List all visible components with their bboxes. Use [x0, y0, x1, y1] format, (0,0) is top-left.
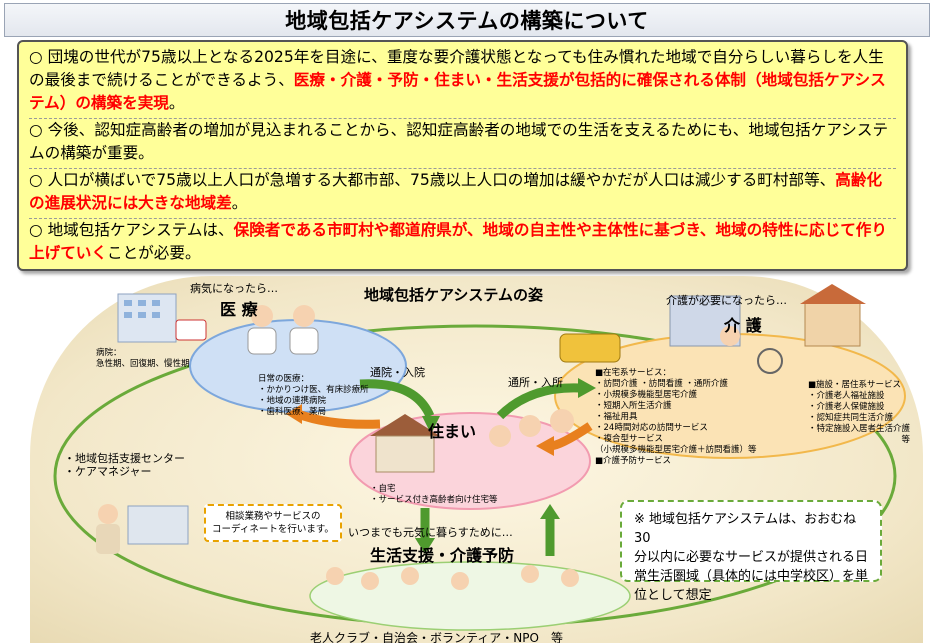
elder-figure	[519, 415, 541, 437]
elder-figure	[550, 409, 574, 433]
housing-label: 住まい	[428, 422, 477, 441]
summary-box: ○ 団塊の世代が75歳以上となる2025年を目途に、重度な要介護状態となっても住…	[17, 40, 908, 271]
arrow-to-care	[496, 383, 581, 420]
summary-highlight: 医療・介護・予防・住まい・生活支援が包括的に確保される体制（地域包括ケアシステム…	[29, 71, 886, 112]
home-services-list: ■在宅系サービス： ・訪問介護 ・訪問看護 ・通所介護 ・小規模多機能型居宅介護…	[595, 368, 757, 467]
facility-line: ・認知症共同生活介護	[808, 413, 894, 423]
arrow-head	[540, 504, 560, 519]
senior-figure	[401, 567, 419, 585]
daily-medical-list: 日常の医療： ・かかりつけ医、有床診療所 ・地域の連携病院 ・歯科医療、薬局	[258, 374, 369, 418]
note-line: 分以内に必要なサービスが提供される日	[634, 550, 869, 565]
facility-line: ・特定施設入居者生活介護	[808, 424, 911, 434]
coordinate-line: コーディネートを行います。	[212, 524, 334, 535]
summary-item: ○ 地域包括ケアシステムは、保険者である市町村や都道府県が、地域の自主性や主体性…	[29, 219, 896, 268]
service-line: ・複合型サービス	[595, 434, 664, 444]
care-van	[559, 333, 621, 363]
doctor-figure	[293, 305, 315, 327]
arrow-head	[422, 416, 440, 434]
care-home	[804, 300, 861, 347]
arrow-head	[578, 378, 596, 398]
summary-text: 。	[168, 94, 185, 112]
arrow-head	[415, 538, 435, 554]
summary-item: ○ 今後、認知症高齢者の増加が見込まれることから、認知症高齢者の地域での生活を支…	[29, 119, 896, 169]
summary-text: ことが必要。	[106, 244, 201, 262]
service-line: ・短期入所生活介護	[595, 401, 672, 411]
summary-text: 。	[231, 194, 248, 212]
senior-figure	[451, 572, 469, 590]
living-label: 生活支援・介護予防	[370, 546, 515, 565]
senior-figure	[361, 572, 379, 590]
support-center-building	[127, 505, 189, 545]
service-line: ・訪問介護 ・訪問看護 ・通所介護	[595, 379, 728, 389]
doctor-figure	[251, 305, 273, 327]
arrow-head	[536, 436, 554, 456]
service-line: ・福祉用具	[595, 412, 638, 422]
daily-line: 日常の医療：	[258, 374, 310, 384]
title-bar: 地域包括ケアシステムの構築について	[4, 3, 930, 37]
support-line: ・ケアマネジャー	[64, 465, 152, 478]
wheelchair	[757, 348, 783, 374]
arrow-to-medical	[296, 409, 381, 429]
summary-text: ○ 今後、認知症高齢者の増加が見込まれることから、認知症高齢者の地域での生活を支…	[29, 121, 889, 162]
daily-line: ・かかりつけ医、有床診療所	[258, 385, 369, 395]
page-title: 地域包括ケアシステムの構築について	[285, 9, 649, 33]
care-manager-figure	[98, 504, 118, 524]
note-line: 位として想定	[634, 588, 712, 603]
volunteer-figure	[561, 569, 579, 587]
note-line: ※ 地域包括ケアシステムは、おおむね30	[634, 512, 857, 546]
care-visit-label: 通所・入所	[508, 376, 563, 389]
housing-list: ・自宅 ・サービス付き高齢者向け住宅等	[370, 484, 498, 506]
hospital-visit-label: 通院・入院	[370, 366, 425, 379]
summary-item: ○ 人口が横ばいで75歳以上人口が急増する大都市部、75歳以上人口の増加は緩やか…	[29, 169, 896, 219]
service-line: （小規模多機能型居宅介護＋訪問看護）等	[595, 445, 757, 455]
coordinate-line: 相談業務やサービスの	[225, 511, 321, 522]
caregiver-figure	[720, 326, 740, 346]
ambulance	[175, 319, 207, 341]
care-label: 介 護	[724, 316, 762, 335]
daily-line: ・歯科医療、薬局	[258, 407, 327, 417]
facility-line: ■施設・居住系サービス	[808, 380, 902, 390]
facility-line: ・介護老人保健施設	[808, 402, 885, 412]
summary-item: ○ 団塊の世代が75歳以上となる2025年を目途に、重度な要介護状態となっても住…	[29, 46, 896, 119]
facility-services-list: ■施設・居住系サービス ・介護老人福祉施設 ・介護老人保健施設 ・認知症共同生活…	[808, 380, 910, 446]
arrow-head	[286, 404, 302, 424]
support-center-list: ・地域包括支援センター ・ケアマネジャー	[64, 452, 185, 478]
service-line: ・小規模多機能型居宅介護	[595, 390, 698, 400]
care-when: 介護が必要になったら…	[666, 294, 787, 307]
daily-line: ・地域の連携病院	[258, 396, 327, 406]
summary-text: ○ 団塊の世代が75歳以上となる2025年を目途に、重度な要介護状態となっても住…	[29, 48, 884, 89]
summary-text: ○ 人口が横ばいで75歳以上人口が急増する大都市部、75歳以上人口の増加は緩やか…	[29, 171, 836, 189]
note-line: 常生活圏域（具体的には中学校区）を単	[634, 569, 869, 584]
community-groups: 老人クラブ・自治会・ボランティア・NPO 等	[310, 631, 563, 643]
living-tagline: いつまでも元気に暮らすために…	[348, 526, 513, 539]
medical-when: 病気になったら…	[190, 282, 278, 295]
facility-line: ・介護老人福祉施設	[808, 391, 885, 401]
arrow-to-housing	[359, 379, 435, 418]
summary-text: ○ 地域包括ケアシステムは、	[29, 221, 234, 239]
hospital-line: 急性期、回復期、慢性期	[96, 359, 190, 369]
medical-label: 医 療	[220, 300, 258, 319]
house-roof	[370, 414, 440, 436]
service-line: ・24時間対応の訪問サービス	[595, 423, 708, 433]
summary-highlight: 保険者である市町村や都道府県が、地域の自主性や主体性に基づき、地域の特性に応じて…	[29, 221, 887, 262]
support-line: ・地域包括支援センター	[64, 452, 185, 465]
housing-line: ・自宅	[370, 484, 396, 494]
hospital-list: 病院： 急性期、回復期、慢性期	[96, 348, 190, 370]
diagram-graphics	[53, 284, 906, 631]
house	[375, 435, 435, 473]
living-ellipse	[309, 561, 631, 631]
volunteer-figure	[521, 565, 539, 583]
senior-figure	[326, 567, 344, 585]
summary-highlight: 高齢化の進展状況には大きな地域差	[29, 171, 883, 212]
scope-note: ※ 地域包括ケアシステムは、おおむね30 分以内に必要なサービスが提供される日 …	[620, 500, 882, 603]
facility-line: 等	[901, 435, 911, 445]
elder-figure	[489, 425, 511, 447]
prevention-line: ■介護予防サービス	[595, 456, 672, 466]
hospital-line: 病院：	[96, 348, 122, 358]
care-system-diagram: 地域包括ケアシステムの姿 病気になったら… 医 療 病院： 急性期、回復期、慢性…	[30, 276, 923, 643]
service-line: ■在宅系サービス：	[595, 368, 672, 378]
diagram-title: 地域包括ケアシステムの姿	[364, 286, 543, 304]
housing-line: ・サービス付き高齢者向け住宅等	[370, 495, 498, 505]
coordinate-callout: 相談業務やサービスの コーディネートを行います。	[204, 504, 342, 542]
